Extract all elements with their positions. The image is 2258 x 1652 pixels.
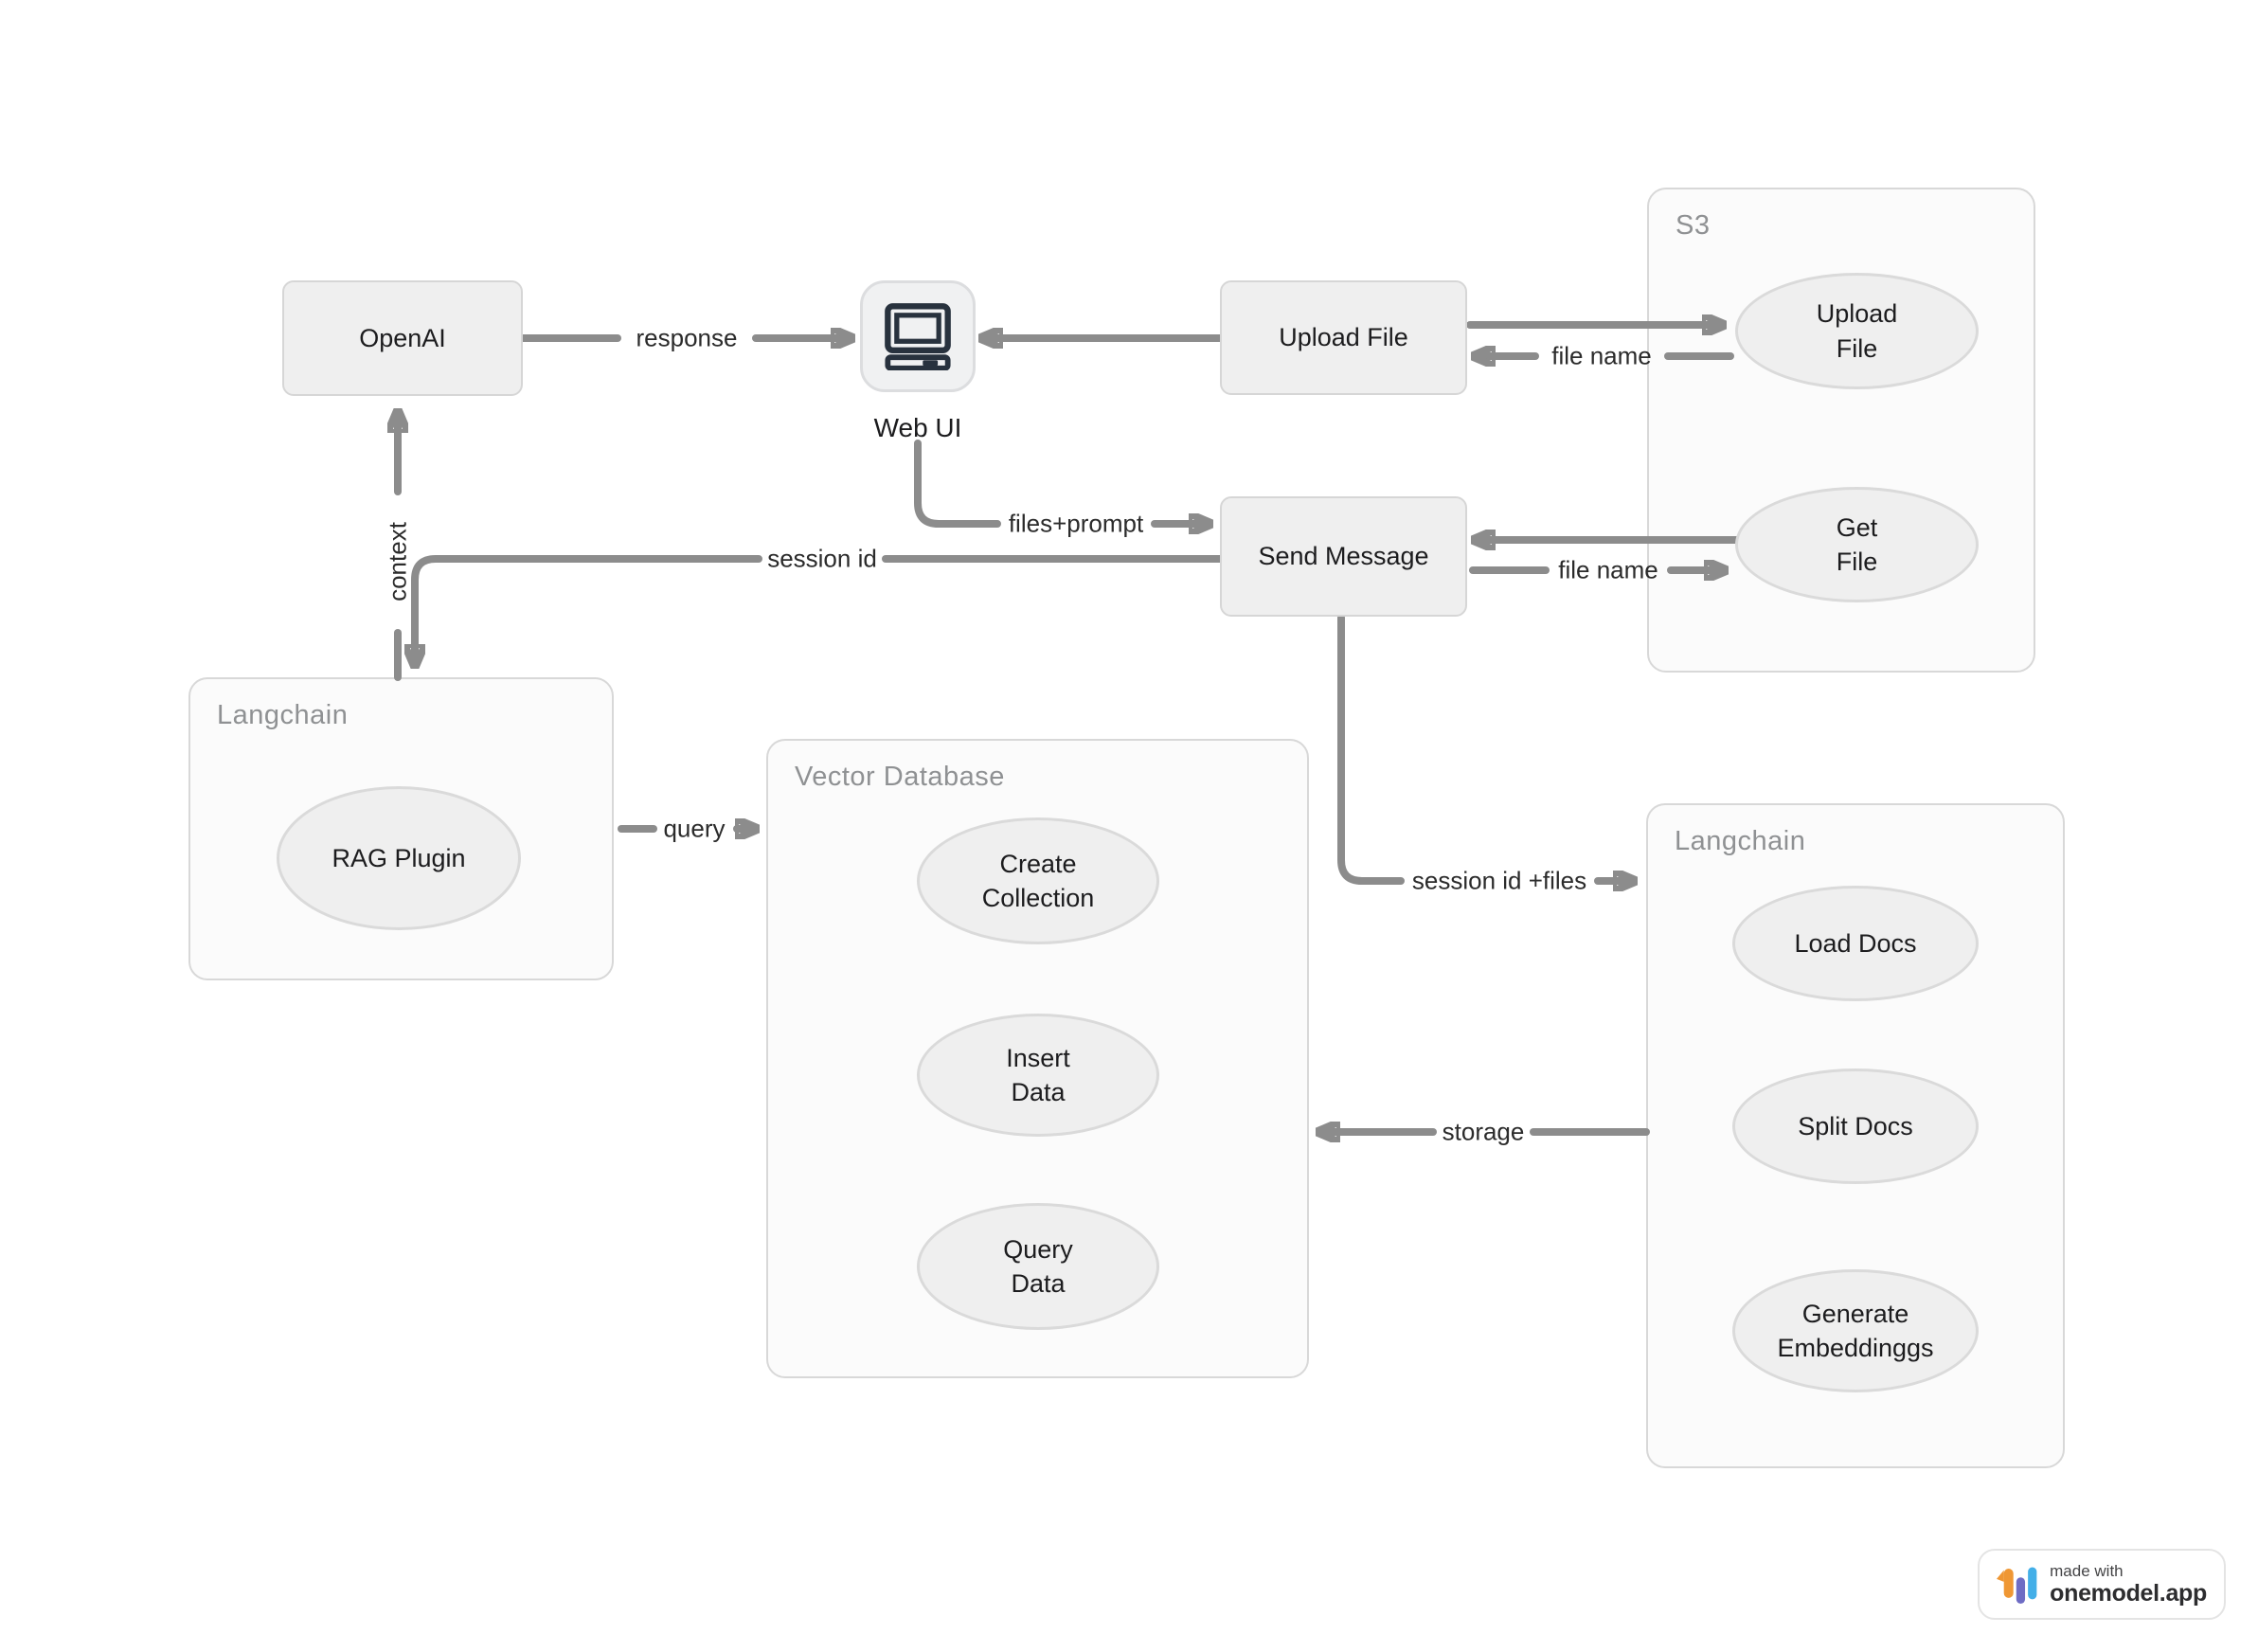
edge-label-file-name-upload: file name <box>1551 341 1652 370</box>
onemodel-badge[interactable]: made with onemodel.app <box>1978 1549 2226 1620</box>
node-insert-data: Insert Data <box>917 1014 1159 1137</box>
edge-label-response: response <box>636 323 738 352</box>
badge-brand: onemodel.app <box>2050 1580 2207 1607</box>
langchain-right-title: Langchain <box>1675 826 1806 856</box>
node-query-data: Query Data <box>917 1203 1159 1330</box>
computer-icon <box>885 303 951 370</box>
node-generate-embeddings: Generate Embeddinggs <box>1732 1269 1979 1392</box>
node-load-docs-label: Load Docs <box>1794 928 1917 958</box>
edge-filesprompt-seg1 <box>914 440 1001 528</box>
node-rag-plugin: RAG Plugin <box>277 786 521 930</box>
node-openai: OpenAI <box>282 280 523 396</box>
badge-text: made with onemodel.app <box>2050 1562 2207 1607</box>
node-s3-get-file-label: Get File <box>1836 512 1878 576</box>
node-s3-upload-file: Upload File <box>1735 273 1979 389</box>
edge-label-context: context <box>383 522 412 602</box>
edge-sessionfiles-seg1 <box>1337 614 1405 885</box>
node-create-collection: Create Collection <box>917 817 1159 944</box>
node-split-docs: Split Docs <box>1732 1068 1979 1184</box>
onemodel-logo-icon <box>1997 1567 2037 1604</box>
badge-made-with: made with <box>2050 1561 2124 1580</box>
node-create-collection-label: Create Collection <box>981 849 1095 912</box>
edge-label-storage: storage <box>1442 1117 1525 1146</box>
s3-title: S3 <box>1676 210 1711 241</box>
edge-label-query: query <box>663 814 726 843</box>
edge-label-files-prompt: files+prompt <box>1008 509 1144 538</box>
node-insert-data-label: Insert Data <box>1006 1043 1070 1106</box>
edge-label-session-id: session id <box>767 544 877 573</box>
node-openai-label: OpenAI <box>359 323 446 352</box>
vector-database-title: Vector Database <box>795 762 1005 792</box>
edge-label-file-name-get: file name <box>1558 555 1658 584</box>
node-query-data-label: Query Data <box>1003 1234 1073 1298</box>
node-split-docs-label: Split Docs <box>1798 1111 1913 1140</box>
langchain-left-title: Langchain <box>217 700 349 730</box>
node-web-ui-label: Web UI <box>873 413 962 442</box>
node-upload-file: Upload File <box>1220 280 1467 395</box>
node-send-message: Send Message <box>1220 496 1467 617</box>
node-s3-get-file: Get File <box>1735 487 1979 602</box>
node-upload-file-label: Upload File <box>1279 323 1408 351</box>
node-rag-plugin-label: RAG Plugin <box>332 843 466 872</box>
node-load-docs: Load Docs <box>1732 886 1979 1001</box>
node-send-message-label: Send Message <box>1258 542 1429 570</box>
node-s3-upload-file-label: Upload File <box>1816 299 1898 363</box>
node-generate-embeddings-label: Generate Embeddinggs <box>1777 1299 1934 1362</box>
node-web-ui <box>860 280 976 392</box>
edge-sessionid-seg2 <box>415 555 762 664</box>
edge-label-session-id-files: session id +files <box>1411 866 1587 895</box>
